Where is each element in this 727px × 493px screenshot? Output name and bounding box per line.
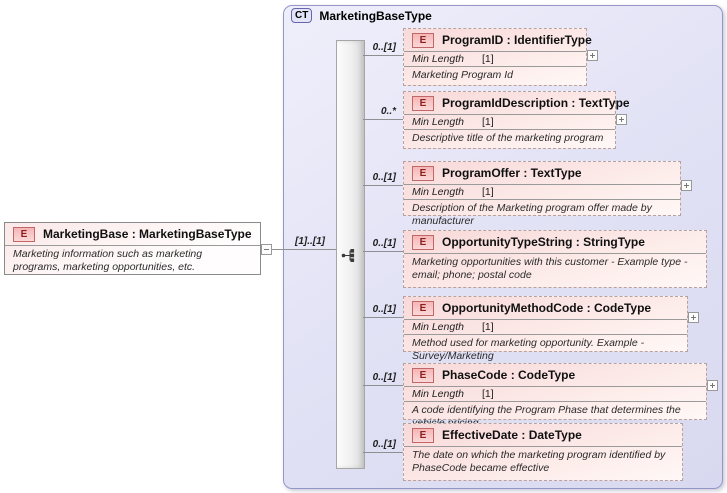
expand-handle[interactable] xyxy=(681,180,692,191)
element-icon: E xyxy=(412,367,434,383)
connector-line xyxy=(363,251,403,252)
element-header: E PhaseCode : CodeType xyxy=(404,364,706,386)
facet-label: Min Length xyxy=(412,116,464,128)
element-annotation: Description of the Marketing program off… xyxy=(404,199,680,228)
connector-line xyxy=(363,185,403,186)
collapse-handle[interactable] xyxy=(261,244,272,255)
element-node-opportunitytypestring[interactable]: E OpportunityTypeString : StringType Mar… xyxy=(403,230,707,288)
element-annotation: Descriptive title of the marketing progr… xyxy=(404,129,615,148)
facet-row: Min Length [1] xyxy=(404,319,687,334)
element-header: E ProgramOffer : TextType xyxy=(404,162,680,184)
expand-handle[interactable] xyxy=(587,50,598,61)
element-node-phasecode[interactable]: E PhaseCode : CodeType Min Length [1] A … xyxy=(403,363,707,429)
facet-row: Min Length [1] xyxy=(404,386,706,401)
element-header: E ProgramID : IdentifierType xyxy=(404,29,592,51)
element-node-effectivedate[interactable]: E EffectiveDate : DateType The date on w… xyxy=(403,423,683,481)
facet-row: Min Length [1] xyxy=(404,51,586,66)
element-annotation: Marketing opportunities with this custom… xyxy=(404,253,706,287)
element-icon: E xyxy=(412,234,434,250)
element-annotation: The date on which the marketing program … xyxy=(404,446,682,480)
element-icon: E xyxy=(412,300,434,316)
element-name: OpportunityTypeString : StringType xyxy=(442,235,645,249)
connector-line xyxy=(363,385,403,386)
element-node-marketingbase[interactable]: E MarketingBase : MarketingBaseType Mark… xyxy=(4,222,261,275)
facet-value: [1] xyxy=(481,53,494,65)
facet-value: [1] xyxy=(481,388,494,400)
cardinality-label: 0..[1] xyxy=(372,42,396,53)
cardinality-label: 0..[1] xyxy=(372,439,396,450)
cardinality-label: 0..* xyxy=(380,106,396,117)
facet-label: Min Length xyxy=(412,186,464,198)
facet-value: [1] xyxy=(481,116,494,128)
element-icon: E xyxy=(412,427,434,443)
facet-row: Min Length [1] xyxy=(404,114,615,129)
element-node-programid[interactable]: E ProgramID : IdentifierType Min Length … xyxy=(403,28,592,86)
element-icon: E xyxy=(412,165,434,181)
element-name: ProgramOffer : TextType xyxy=(442,166,582,180)
element-node-programoffer[interactable]: E ProgramOffer : TextType Min Length [1]… xyxy=(403,161,681,227)
facet-label: Min Length xyxy=(412,388,464,400)
complextype-header: CT MarketingBaseType xyxy=(291,8,432,23)
element-header: E EffectiveDate : DateType xyxy=(404,424,682,446)
expand-handle[interactable] xyxy=(688,312,699,323)
facet-label: Min Length xyxy=(412,53,464,65)
element-name: ProgramIdDescription : TextType xyxy=(442,96,630,110)
element-header: E OpportunityMethodCode : CodeType xyxy=(404,297,687,319)
connector-line xyxy=(363,55,403,56)
element-name: MarketingBase : MarketingBaseType xyxy=(43,227,252,241)
connector-line xyxy=(363,452,403,453)
element-node-programiddescription[interactable]: E ProgramIdDescription : TextType Min Le… xyxy=(403,91,630,149)
facet-row: Min Length [1] xyxy=(404,184,680,199)
element-annotation: Marketing Program Id xyxy=(404,66,586,85)
facet-value: [1] xyxy=(481,321,494,333)
element-annotation: Marketing information such as marketing … xyxy=(5,245,260,274)
cardinality-label: 0..[1] xyxy=(372,238,396,249)
element-name: EffectiveDate : DateType xyxy=(442,428,582,442)
cardinality-label: 0..[1] xyxy=(372,372,396,383)
element-icon: E xyxy=(13,226,35,242)
connector-line xyxy=(363,119,403,120)
element-name: ProgramID : IdentifierType xyxy=(442,33,592,47)
expand-handle[interactable] xyxy=(616,114,627,125)
expand-handle[interactable] xyxy=(707,380,718,391)
complextype-icon: CT xyxy=(291,8,313,23)
element-name: OpportunityMethodCode : CodeType xyxy=(442,301,652,315)
cardinality-label: 0..[1] xyxy=(372,304,396,315)
element-header: E OpportunityTypeString : StringType xyxy=(404,231,706,253)
element-annotation: Method used for marketing opportunity. E… xyxy=(404,334,687,363)
element-header: E MarketingBase : MarketingBaseType xyxy=(5,223,260,245)
element-icon: E xyxy=(412,95,434,111)
connector-line xyxy=(272,249,336,250)
element-icon: E xyxy=(412,32,434,48)
sequence-icon xyxy=(341,249,355,262)
connector-cardinality: [1]..[1] xyxy=(295,236,325,247)
facet-value: [1] xyxy=(481,186,494,198)
complextype-title: MarketingBaseType xyxy=(319,8,432,23)
element-node-opportunitymethodcode[interactable]: E OpportunityMethodCode : CodeType Min L… xyxy=(403,296,688,362)
cardinality-label: 0..[1] xyxy=(372,172,396,183)
element-header: E ProgramIdDescription : TextType xyxy=(404,92,630,114)
element-name: PhaseCode : CodeType xyxy=(442,368,576,382)
facet-label: Min Length xyxy=(412,321,464,333)
connector-line xyxy=(363,317,403,318)
